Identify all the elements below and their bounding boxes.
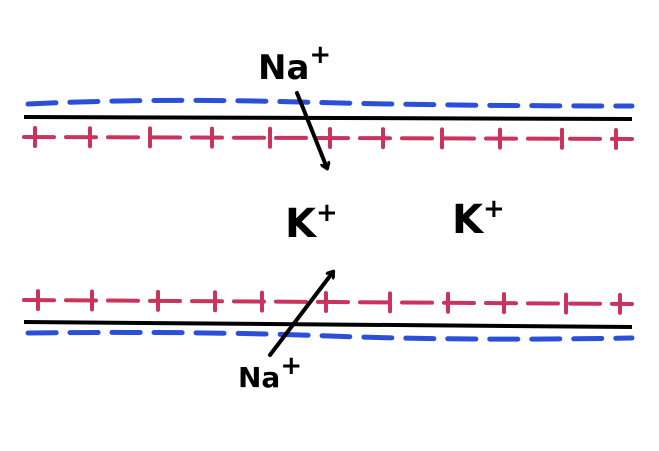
na-influx-arrow-top [295, 91, 327, 168]
bottom-negative-charge-layer [25, 329, 635, 342]
bottom-membrane [22, 289, 635, 342]
k-ion-label-left: K+ [285, 198, 338, 247]
top-positive-charge-layer [22, 126, 634, 150]
top-negative-charge-layer [25, 97, 635, 109]
na-ion-label-top: Na+ [258, 40, 331, 88]
bottom-positive-charge-layer [22, 289, 634, 315]
k-ion-label-right: K+ [452, 194, 505, 243]
top-membrane [22, 97, 635, 150]
na-ion-label-bottom: Na+ [238, 351, 302, 394]
top-membrane-line [23, 115, 633, 121]
na-influx-arrow-bottom [268, 272, 333, 357]
bottom-membrane-line [23, 320, 633, 329]
